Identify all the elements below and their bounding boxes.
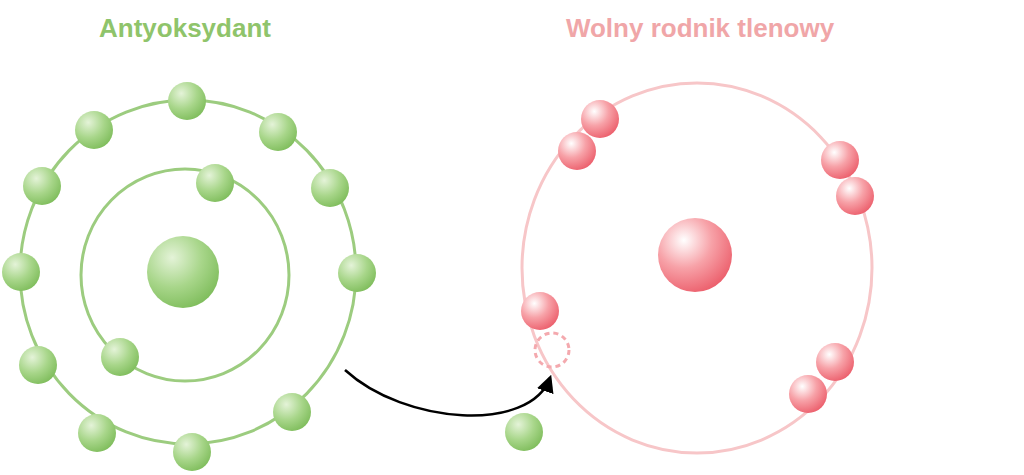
radical-atom	[521, 83, 874, 453]
atom-heading: Antyoksydant	[0, 12, 370, 44]
atom-node: Antyoksydant	[0, 12, 370, 467]
electron-arrow	[345, 370, 550, 415]
atom-node: Wolny rodnik tlenowy	[510, 12, 890, 467]
atom-heading: Wolny rodnik tlenowy	[510, 12, 890, 44]
antioxidant-atom	[2, 82, 376, 471]
free-electron	[505, 413, 543, 451]
